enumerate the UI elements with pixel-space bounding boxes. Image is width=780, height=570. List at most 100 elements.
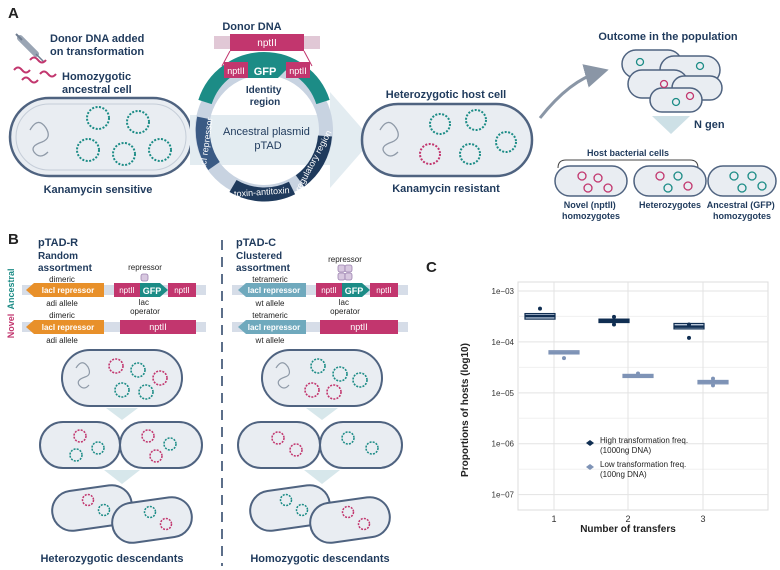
identity-gfp-arrow — [248, 62, 286, 78]
left-dividing-cells — [39, 421, 203, 469]
host-cells-bracket — [557, 159, 699, 169]
chart-legend: High transformation freq. (1000ng DNA) L… — [586, 436, 690, 479]
y-tick-label: 1e−04 — [492, 338, 515, 347]
panel-b-letter: B — [8, 231, 19, 248]
heterozygotic-host-label: Heterozygotic host cell — [386, 89, 506, 101]
population-cells — [621, 49, 723, 113]
right-nptii-a2: nptII — [376, 286, 392, 295]
legend-high-label: High transformation freq. (1000ng DNA) — [600, 436, 690, 455]
left-laci-label-2: lacI repressor — [42, 323, 94, 332]
n-gen-label: N gen — [694, 119, 725, 131]
identity-gfp-label: GFP — [254, 66, 277, 78]
panel-c-letter: C — [426, 259, 437, 276]
kanamycin-resistant-label: Kanamycin resistant — [392, 183, 500, 195]
y-tick-label: 1e−06 — [492, 440, 515, 449]
population-plasmid-dots — [635, 57, 705, 107]
homozygotic-ancestral-label: Homozygotic ancestral cell — [62, 71, 134, 96]
outcome-novel-cell — [554, 165, 628, 197]
right-laci-arrow-novel — [238, 320, 306, 334]
left-laci-label-1: lacI repressor — [42, 286, 94, 295]
data-point — [538, 306, 542, 311]
panel-a-letter: A — [8, 5, 19, 22]
right-wt-allele-label-2: wt allele — [255, 336, 285, 345]
random-assortment-label: Random assortment — [38, 251, 93, 274]
plasmid-name-label: Ancestral plasmid pTAD — [223, 126, 313, 152]
panel-c: C Proportions of hosts (log10) Number of… — [426, 259, 769, 535]
left-laci-arrow-ancestral — [26, 283, 104, 297]
identity-region-label: Identity region — [246, 85, 284, 108]
y-tick-label: 1e−07 — [492, 491, 515, 500]
n-gen-arrow — [652, 116, 690, 134]
x-tick-label: 3 — [700, 514, 705, 524]
identity-nptii-left — [224, 62, 248, 78]
outcome-label: Outcome in the population — [598, 31, 738, 43]
right-nptii-novel: nptII — [350, 322, 368, 332]
y-tick-label: 1e−03 — [492, 287, 515, 296]
heterozygotic-cell — [360, 102, 534, 178]
donor-added-label: Donor DNA added on transformation — [50, 33, 147, 58]
donor-dna-label: Donor DNA — [222, 21, 281, 33]
x-axis-label: Number of transfers — [580, 524, 676, 535]
toxin-antitoxin-label: toxin-antitoxin — [234, 185, 290, 199]
right-tetramer-repressor-icon — [337, 264, 353, 281]
panel-a: A Donor DNA added on transformation Homo… — [8, 5, 777, 221]
data-point — [612, 322, 616, 327]
data-point — [687, 322, 691, 327]
right-lac-operator-label: lac operator — [330, 298, 360, 316]
left-lac-operator-label: lac operator — [130, 298, 160, 316]
identity-nptii-right-label: nptII — [289, 66, 307, 76]
right-gfp-label: GFP — [345, 286, 364, 296]
panel-b: B pTAD-R Random assortment Ancestral Nov… — [6, 231, 408, 566]
kanamycin-sensitive-label: Kanamycin sensitive — [44, 184, 153, 196]
outcome-ancestral-cell — [707, 165, 777, 197]
right-mother-cell — [261, 349, 383, 407]
y-axis-label: Proportions of hosts (log10) — [460, 343, 471, 477]
data-point — [711, 383, 715, 388]
identity-nptii-left-label: nptII — [227, 66, 245, 76]
donor-dna-fragments-icon — [13, 56, 57, 84]
ancestral-side-label: Ancestral — [6, 268, 16, 309]
legend-low-marker — [586, 464, 594, 470]
population-arrow — [538, 64, 609, 119]
left-nptii-novel: nptII — [149, 322, 167, 332]
right-laci-arrow-ancestral — [238, 283, 306, 297]
left-laci-arrow-novel — [26, 320, 104, 334]
left-nptii-a1: nptII — [119, 286, 135, 295]
right-wt-allele-label-1: wt allele — [255, 299, 285, 308]
left-repressor-icon — [140, 273, 149, 282]
legend-low-label: Low transformation freq. (100ng DNA) — [600, 460, 689, 479]
ptad-r-title: pTAD-R — [38, 237, 78, 249]
x-tick-label: 2 — [625, 514, 630, 524]
donor-nptii-label: nptII — [257, 38, 276, 49]
left-adi-allele-label-2: adi allele — [46, 336, 78, 345]
left-gfp-label: GFP — [143, 286, 162, 296]
outcome-heterozygote-cell — [633, 165, 707, 197]
left-repressor-label: repressor — [128, 263, 162, 272]
syringe-icon — [15, 33, 45, 63]
data-point — [612, 314, 616, 319]
data-point — [562, 356, 566, 361]
novel-side-label: Novel — [6, 314, 16, 339]
host-bacterial-cells-label: Host bacterial cells — [587, 148, 669, 158]
right-laci-label-1: lacI repressor — [248, 286, 300, 295]
left-descendant-cells — [51, 484, 193, 544]
right-division-arrow-2 — [304, 470, 340, 484]
right-laci-label-2: lacI repressor — [248, 323, 300, 332]
legend-high-marker — [586, 440, 594, 446]
left-division-arrow-2 — [104, 470, 140, 484]
donor-nptii-box — [230, 34, 304, 51]
ptad-c-title: pTAD-C — [236, 237, 276, 249]
homozygotic-descendants-label: Homozygotic descendants — [250, 553, 389, 565]
heterozygotic-descendants-label: Heterozygotic descendants — [40, 553, 183, 565]
identity-nptii-right — [286, 62, 310, 78]
left-adi-allele-label-1: adi allele — [46, 299, 78, 308]
left-nptii-a2: nptII — [174, 286, 190, 295]
plot-area — [517, 281, 769, 511]
y-tick-label: 1e−05 — [492, 389, 515, 398]
right-descendant-cells — [249, 484, 391, 544]
heterozygotes-label: Heterozygotes — [639, 200, 701, 210]
left-dimeric-label-2: dimeric — [49, 311, 75, 320]
right-gfp-arrow — [342, 283, 370, 297]
